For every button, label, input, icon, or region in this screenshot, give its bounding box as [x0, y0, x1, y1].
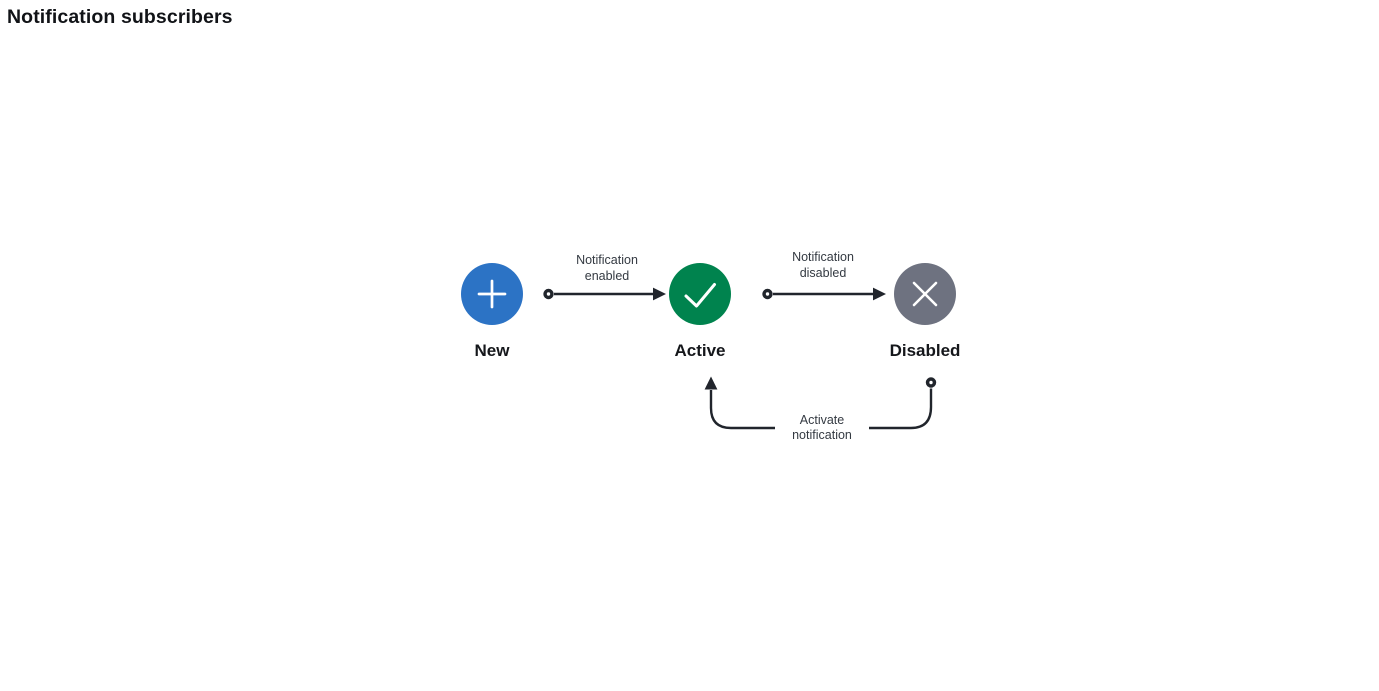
- edge-markers: [543, 287, 937, 390]
- arrowhead-right-icon: [873, 287, 886, 301]
- edge-label-activate-notification: Activate notification: [775, 412, 869, 444]
- plus-icon: [477, 279, 507, 309]
- check-icon: [684, 283, 716, 308]
- edge-marker-holes: [546, 292, 933, 385]
- edge-label-notification-enabled: Notification enabled: [557, 253, 657, 284]
- node-label-new: New: [474, 341, 510, 360]
- node-label-disabled: Disabled: [889, 341, 961, 360]
- node-label-active: Active: [674, 341, 726, 360]
- node-new: [461, 263, 523, 325]
- arrowhead-right-icon: [653, 287, 666, 301]
- page-title: Notification subscribers: [7, 6, 233, 28]
- node-disabled: [894, 263, 956, 325]
- x-icon: [912, 281, 938, 307]
- node-active-circle: [669, 263, 731, 325]
- edge-label-notification-disabled: Notification disabled: [773, 250, 873, 281]
- arrowhead-up-icon: [704, 376, 718, 390]
- node-active: [669, 263, 731, 325]
